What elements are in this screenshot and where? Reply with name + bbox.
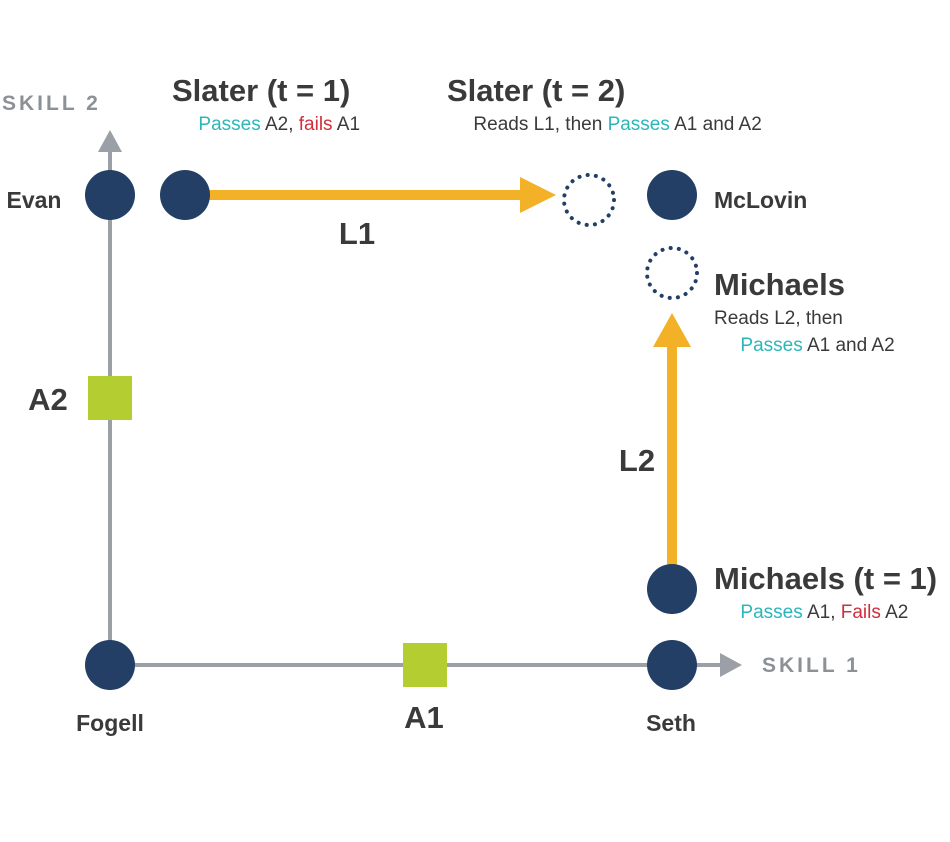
- michaels-t1-passes: Passes: [740, 602, 802, 623]
- slater-t1-node: [160, 170, 210, 220]
- l2-arrow-head: [653, 313, 691, 347]
- evan-label: Evan: [7, 187, 62, 213]
- michaels-t1-title: Michaels (t = 1): [714, 561, 937, 596]
- skill1-axis-label: SKILL 1: [762, 654, 861, 677]
- l1-label: L1: [339, 216, 375, 251]
- evan-node: [85, 170, 135, 220]
- michaels-t1-fails-item: A2: [881, 602, 908, 623]
- slater-t1-title: Slater (t = 1): [172, 73, 350, 108]
- slater-t1-status: Passes A2, fails A1: [172, 114, 376, 135]
- michaels-t1-fails: Fails: [841, 602, 881, 623]
- slater-t1-fails: fails: [299, 114, 333, 135]
- michaels-t2-line1: Reads L2, then: [714, 308, 843, 329]
- michaels-t2-passes: Passes: [740, 335, 802, 356]
- a2-label: A2: [28, 382, 68, 417]
- mclovin-label: McLovin: [714, 187, 807, 213]
- seth-label: Seth: [646, 710, 696, 736]
- fogell-node: [85, 640, 135, 690]
- michaels-t2-title: Michaels: [714, 267, 845, 302]
- slater-t2-title: Slater (t = 2): [447, 73, 625, 108]
- skill1-axis-arrowhead: [720, 653, 742, 677]
- skill2-axis-label: SKILL 2: [2, 92, 101, 115]
- seth-node: [647, 640, 697, 690]
- michaels-t1-node: [647, 564, 697, 614]
- slater-t2-suffix: A1 and A2: [670, 114, 762, 135]
- slater-t2-passes: Passes: [608, 114, 670, 135]
- l1-arrow-head: [520, 177, 556, 213]
- slater-t1-passes: Passes: [198, 114, 260, 135]
- slater-t2-node: [562, 173, 616, 227]
- michaels-t2-suffix: A1 and A2: [803, 335, 895, 356]
- a1-label: A1: [404, 700, 444, 735]
- slater-t1-fails-item: A1: [333, 114, 360, 135]
- michaels-t1-status: Passes A1, Fails A2: [714, 602, 924, 623]
- slater-t2-status: Reads L1, then Passes A1 and A2: [447, 114, 778, 135]
- mclovin-node: [647, 170, 697, 220]
- michaels-t1-passes-item: A1,: [803, 602, 841, 623]
- michaels-t2-line2: Passes A1 and A2: [714, 335, 910, 356]
- slater-t1-passes-item: A2,: [261, 114, 299, 135]
- l2-label: L2: [619, 443, 655, 478]
- michaels-t2-node: [645, 246, 699, 300]
- a1-assessment-square: [403, 643, 447, 687]
- a2-assessment-square: [88, 376, 132, 420]
- skill2-axis-arrowhead: [98, 130, 122, 152]
- slater-t2-prefix: Reads L1, then: [473, 114, 607, 135]
- fogell-label: Fogell: [76, 710, 144, 736]
